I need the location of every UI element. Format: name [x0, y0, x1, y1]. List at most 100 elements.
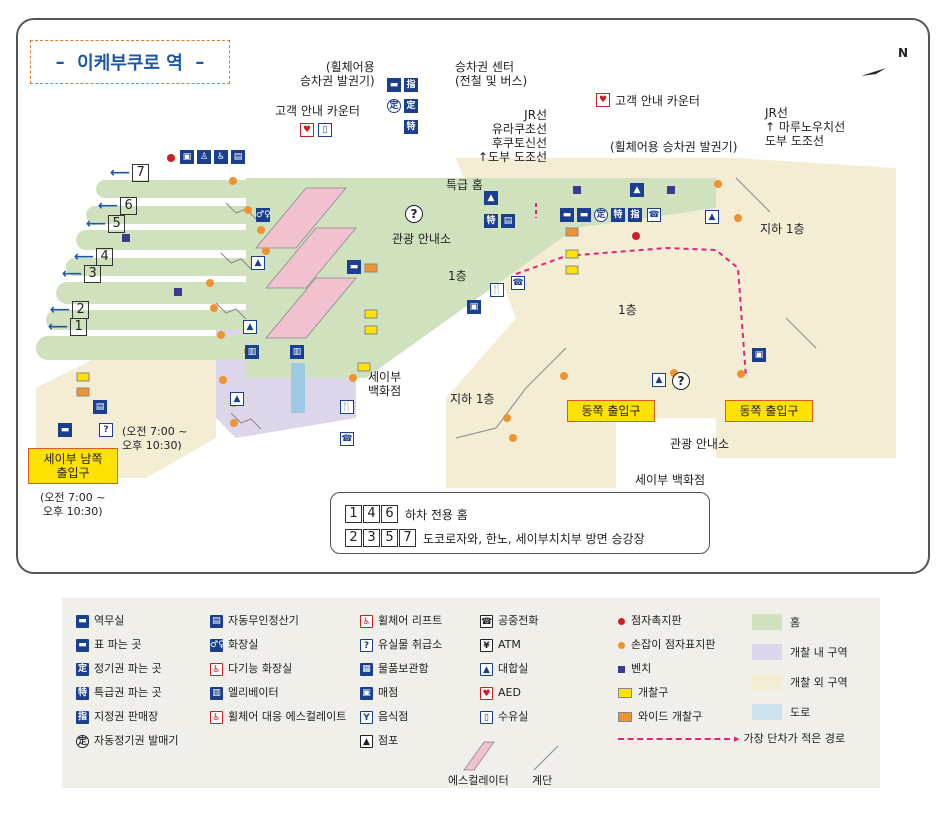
platform-3: [56, 282, 256, 304]
legend-stairs: 계단: [532, 774, 553, 787]
fare-adjust-icon: ▤: [231, 150, 245, 164]
escalator-3: [264, 277, 358, 339]
east-exit-1[interactable]: 동쪽 출입구: [567, 400, 655, 422]
road-strip: [291, 363, 305, 413]
platform-label-4: ⟵4: [74, 248, 114, 266]
limited-express-platform-label: 특급 홈: [446, 178, 483, 192]
platform-label-2: ⟵2: [50, 301, 90, 319]
fare-adjust-icon: ▤: [501, 214, 515, 228]
tourist-info-bottom-label: 관광 안내소: [670, 437, 730, 451]
wheelchair-lift-icon: ♿: [360, 614, 373, 628]
legend-wheelchair-lift: ♿휠체어 리프트: [360, 614, 442, 628]
elevator-icon: ▥: [290, 345, 304, 359]
ticket-icon: ▬: [387, 78, 401, 92]
express-ticket-icon: 特: [404, 120, 418, 134]
north-arrow: [861, 68, 886, 76]
aed-icon: ♥: [596, 93, 610, 107]
stairs-group: [215, 177, 817, 439]
lost-found-icon: ?: [99, 423, 113, 437]
platform-7: [96, 180, 256, 198]
legend-tactile: 점자촉지판: [618, 614, 682, 628]
left-arrow-icon: ⟵: [48, 319, 69, 335]
swatch-outside-gate: [752, 674, 782, 690]
platform-5: [76, 230, 256, 250]
east-exit-2[interactable]: 동쪽 출입구: [725, 400, 813, 422]
hours-label-1: (오전 7:00 ~ 오후 10:30): [122, 425, 188, 452]
toilet-icon: ♂♀: [210, 638, 225, 652]
legend-aed: ♥AED: [480, 686, 521, 700]
legend-elevator: ▥엘리베이터: [210, 686, 279, 700]
express-ticket-icon: 特: [76, 686, 89, 700]
swatch-inside-gate: [752, 644, 782, 660]
waiting-room-icon: ▲: [630, 183, 644, 197]
wheelchair-escalator-icon: ♿: [210, 710, 223, 724]
commuter-pass-icon: 定: [76, 662, 89, 676]
orange-dot-icon: [618, 641, 625, 649]
platform-label-1: ⟵1: [48, 318, 88, 336]
legend-area-inside: 개찰 내 구역: [790, 646, 848, 659]
lost-found-icon: ?: [360, 638, 373, 652]
reserved-ticket-icon: 指: [628, 208, 642, 222]
accessible-toilet-icon: ♿: [214, 150, 228, 164]
ticket-center-label: 승차권 센터 (전철 및 버스): [455, 60, 528, 88]
station-office-icon: ▬: [76, 614, 89, 628]
kiosk-icon: ▣: [180, 150, 194, 164]
legend-wheelchair-escalator: ♿휠체어 대응 에스컬레이트: [210, 710, 346, 724]
platform-label-7: ⟵7: [110, 164, 150, 182]
legend-area-outside: 개찰 외 구역: [790, 676, 848, 689]
elevator-icon: ▥: [210, 686, 223, 700]
seibu-dept-left-label: 세이부 백화점: [368, 370, 402, 398]
pass-machine-icon: 定: [387, 99, 401, 113]
legend-bench: 벤치: [618, 662, 651, 676]
shop-icon: ▲: [705, 210, 719, 224]
left-arrow-icon: ⟵: [110, 165, 131, 181]
dashed-route-icon: [618, 738, 730, 740]
legend-locker: ▦물품보관함: [360, 662, 429, 676]
tourist-info-top-label: 관광 안내소: [392, 232, 452, 246]
person-icon: ♙: [197, 150, 211, 164]
reserved-ticket-icon: 指: [76, 710, 89, 724]
kiosk-icon: ▣: [360, 686, 373, 700]
legend-atm: ¥ATM: [480, 638, 521, 652]
bench-markers: [122, 186, 675, 296]
platform-6: [86, 206, 256, 224]
shop-icon: ▲: [360, 734, 373, 748]
commuter-pass-icon: 定: [404, 99, 418, 113]
floor-1-left-label: 1층: [448, 269, 467, 283]
kiosk-icon: ▣: [752, 348, 766, 362]
concourse-area: [246, 178, 716, 378]
seibu-south-exit[interactable]: 세이부 남쪽 출입구: [28, 448, 118, 484]
floor-1-right-label: 1층: [618, 303, 637, 317]
pass-machine-icon: 定: [594, 208, 608, 222]
legend-phone: ☎공중전화: [480, 614, 539, 628]
aed-icon: ♥: [480, 686, 493, 700]
express-ticket-icon: 特: [484, 214, 498, 228]
restaurant-icon: Y: [360, 710, 373, 724]
legend-waiting-room: ▲대합실: [480, 662, 528, 676]
shop-icon: ▲: [243, 320, 257, 334]
bench-icon: [618, 665, 625, 673]
ticket-icon: ▬: [76, 638, 89, 652]
legend-area-platform: 홈: [790, 616, 801, 629]
pass-machine-icon: 定: [76, 734, 89, 748]
swatch-platform: [752, 614, 782, 630]
express-ticket-icon: 特: [611, 208, 625, 222]
tourist-info-icon: ?: [405, 205, 423, 223]
shop-icon: ▲: [652, 373, 666, 387]
basement-1-right-label: 지하 1층: [760, 222, 805, 236]
platform-1: [36, 336, 256, 360]
legend-fare-adjust: ▤자동무인정산기: [210, 614, 299, 628]
phone-icon: ☎: [480, 614, 493, 628]
customer-counter-left-label: 고객 안내 카운터: [275, 104, 360, 118]
legend-accessible-toilet: ♿다기능 화장실: [210, 662, 292, 676]
platform-4: [66, 258, 256, 276]
legend-lost-found: ?유실물 취급소: [360, 638, 442, 652]
left-arrow-icon: ⟵: [62, 266, 83, 282]
gate-icon: [618, 688, 632, 698]
legend-shop: ▲점포: [360, 734, 398, 748]
